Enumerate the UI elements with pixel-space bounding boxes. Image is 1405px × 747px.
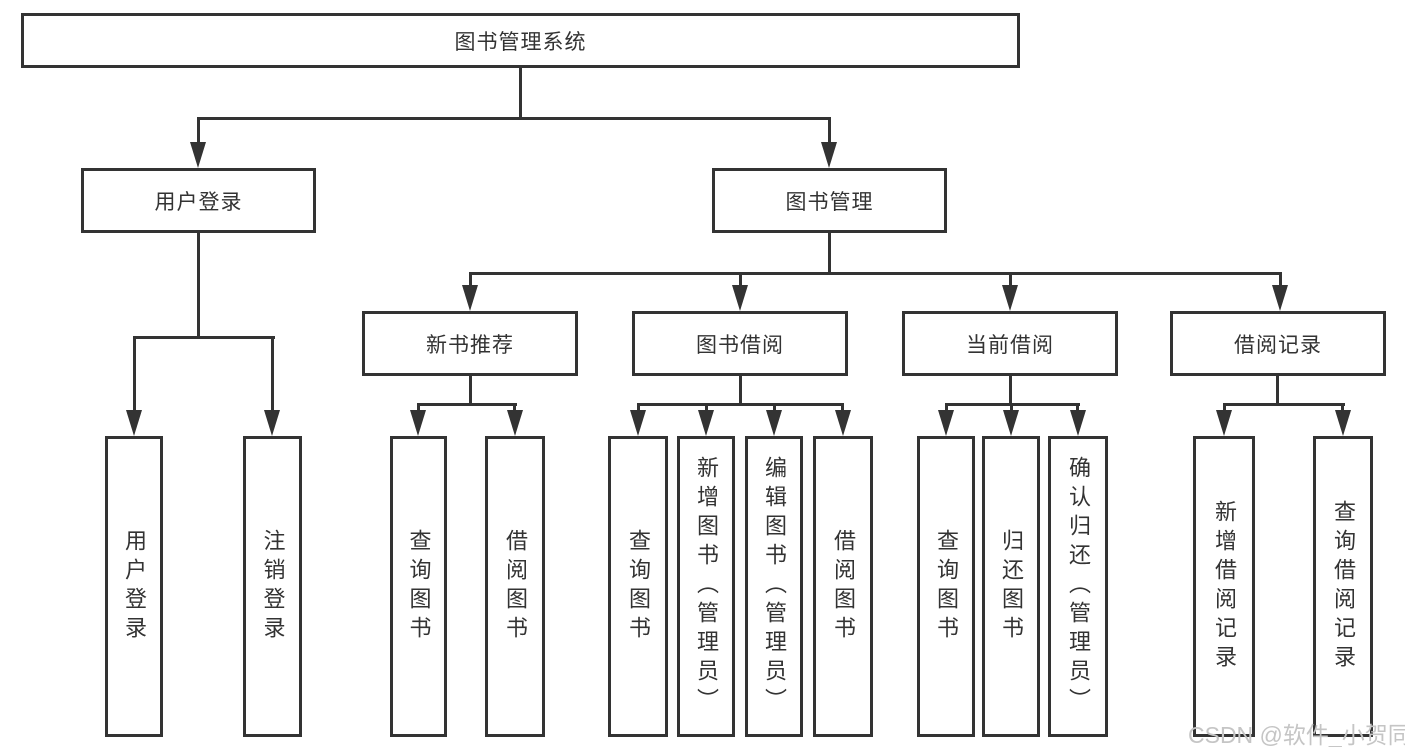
leaf-add-borrow-record: 新增借阅记录 bbox=[1193, 436, 1255, 737]
leaf-borrow-books-borrowing: 借阅图书 bbox=[813, 436, 873, 737]
connector-g1-bar bbox=[417, 403, 517, 406]
node-book-borrowing: 图书借阅 bbox=[632, 311, 848, 376]
arrow-to-book-management bbox=[821, 142, 837, 168]
connector-stem-book-management bbox=[828, 117, 831, 146]
leaf-edit-book-admin: 编辑图书（管理员） bbox=[745, 436, 803, 737]
connector-g2-stem-2 bbox=[705, 403, 708, 413]
node-book-management: 图书管理 bbox=[712, 168, 947, 233]
leaf-borrow-books-recommend: 借阅图书 bbox=[485, 436, 545, 737]
connector-stem-borrowing-records bbox=[1279, 272, 1282, 287]
arrow-to-leaf-logout bbox=[264, 410, 280, 436]
node-new-book-recommend: 新书推荐 bbox=[362, 311, 578, 376]
arrow-g1-borrow-books bbox=[507, 410, 523, 436]
connector-stem-leaf-logout bbox=[271, 336, 274, 412]
arrow-g4-query-record bbox=[1335, 410, 1351, 436]
leaf-user-login: 用户登录 bbox=[105, 436, 163, 737]
arrow-g4-add-record bbox=[1216, 410, 1232, 436]
connector-g2-stem-3 bbox=[773, 403, 776, 413]
arrow-to-user-login bbox=[190, 142, 206, 168]
leaf-query-books-borrowing: 查询图书 bbox=[608, 436, 668, 737]
arrow-g2-add-book bbox=[698, 410, 714, 436]
connector-g4-stem-1 bbox=[1223, 403, 1226, 413]
connector-stem-book-borrowing bbox=[739, 272, 742, 287]
connector-stem-user-login bbox=[197, 117, 200, 146]
arrow-to-new-book bbox=[462, 285, 478, 311]
leaf-return-books: 归还图书 bbox=[982, 436, 1040, 737]
connector-g2-stem-4 bbox=[841, 403, 844, 413]
csdn-watermark: CSDN @软件_小贺同学 bbox=[1188, 722, 1405, 747]
leaf-add-book-admin: 新增图书（管理员） bbox=[677, 436, 735, 737]
connector-g3-stem bbox=[1009, 376, 1012, 406]
connector-g1-stem bbox=[469, 376, 472, 406]
arrow-to-current-borrowing bbox=[1002, 285, 1018, 311]
connector-g4-stem-2 bbox=[1341, 403, 1344, 413]
connector-user-login-bar bbox=[133, 336, 275, 339]
node-library-system: 图书管理系统 bbox=[21, 13, 1020, 68]
leaf-query-borrow-record: 查询借阅记录 bbox=[1313, 436, 1373, 737]
connector-level3-bar bbox=[469, 272, 1282, 275]
connector-user-login-stem bbox=[197, 233, 200, 338]
leaf-confirm-return-admin: 确认归还（管理员） bbox=[1048, 436, 1108, 737]
connector-stem-leaf-user-login bbox=[133, 336, 136, 412]
connector-g3-stem-3 bbox=[1076, 403, 1079, 413]
leaf-query-books-recommend: 查询图书 bbox=[390, 436, 447, 737]
node-borrowing-records: 借阅记录 bbox=[1170, 311, 1386, 376]
arrow-g3-return-books bbox=[1003, 410, 1019, 436]
arrow-to-leaf-user-login bbox=[126, 410, 142, 436]
connector-g2-stem bbox=[739, 376, 742, 406]
connector-g2-stem-1 bbox=[637, 403, 640, 413]
leaf-logout: 注销登录 bbox=[243, 436, 302, 737]
connector-book-management-stem bbox=[828, 233, 831, 275]
leaf-query-books-current: 查询图书 bbox=[917, 436, 975, 737]
connector-g1-stem-2 bbox=[513, 403, 516, 413]
arrow-g3-confirm-return bbox=[1070, 410, 1086, 436]
connector-g3-stem-1 bbox=[945, 403, 948, 413]
arrow-g3-query-books bbox=[938, 410, 954, 436]
connector-stem-current-borrowing bbox=[1009, 272, 1012, 287]
arrow-to-borrowing-records bbox=[1272, 285, 1288, 311]
connector-g1-stem-1 bbox=[417, 403, 420, 413]
connector-g2-bar bbox=[637, 403, 844, 406]
arrow-g2-borrow-books bbox=[835, 410, 851, 436]
connector-g4-stem bbox=[1276, 376, 1279, 406]
connector-root-stem bbox=[519, 68, 522, 120]
arrow-g2-edit-book bbox=[766, 410, 782, 436]
connector-g3-stem-2 bbox=[1010, 403, 1013, 413]
node-current-borrowing: 当前借阅 bbox=[902, 311, 1118, 376]
arrow-to-book-borrowing bbox=[732, 285, 748, 311]
connector-level2-bar bbox=[197, 117, 831, 120]
arrow-g1-query-books bbox=[410, 410, 426, 436]
node-user-login: 用户登录 bbox=[81, 168, 316, 233]
connector-g4-bar bbox=[1223, 403, 1345, 406]
connector-stem-new-book bbox=[469, 272, 472, 287]
arrow-g2-query-books bbox=[630, 410, 646, 436]
